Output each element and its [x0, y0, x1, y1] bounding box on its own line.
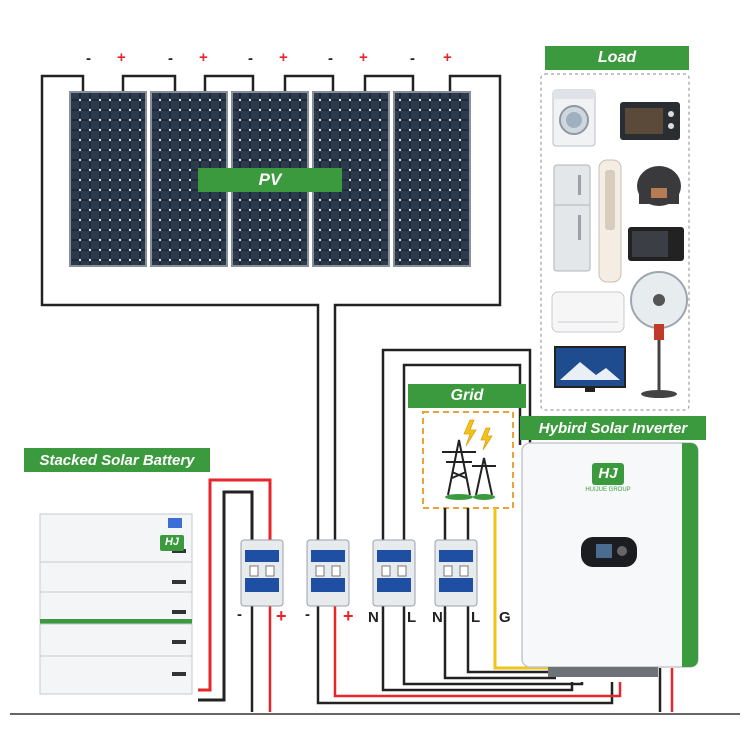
pv-string-wires — [40, 74, 502, 540]
battery-breaker-minus: - — [237, 606, 242, 623]
pv1-plus: + — [117, 49, 126, 66]
pv3-minus: - — [248, 50, 253, 67]
microwave-icon — [628, 227, 684, 261]
load-breaker-l: L — [407, 609, 417, 626]
load-label: Load — [545, 46, 689, 70]
breaker-pv — [306, 539, 350, 607]
transmission-tower-icon — [442, 439, 496, 496]
tv-icon — [554, 346, 626, 392]
battery-logo-text: HJ — [164, 536, 180, 548]
fan-icon — [630, 271, 688, 398]
solar-panel-icon — [69, 91, 147, 267]
transmission-tower-icon — [445, 494, 495, 500]
inverter-logo-text: HJ — [598, 465, 618, 482]
battery-label: Stacked Solar Battery — [24, 448, 210, 472]
battery-module-icon — [39, 561, 193, 593]
pv1-minus: - — [86, 50, 91, 67]
rice-cooker-icon — [637, 166, 681, 206]
lightning-icon — [463, 419, 493, 451]
battery-module-icon — [39, 591, 193, 623]
oven-icon — [620, 102, 680, 140]
refrigerator-icon — [553, 164, 591, 272]
inverter-icon — [521, 442, 699, 677]
breaker-battery — [240, 539, 284, 607]
pv-label: PV — [198, 168, 342, 192]
load-breaker-n: N — [368, 609, 379, 626]
battery-module-icon — [39, 655, 193, 695]
pv5-minus: - — [410, 50, 415, 67]
solar-panel-icon — [393, 91, 471, 267]
pv-breaker-minus: - — [305, 606, 310, 623]
pv4-minus: - — [328, 50, 333, 67]
inverter-label: Hybird Solar Inverter — [520, 416, 706, 440]
pv5-plus: + — [443, 49, 452, 66]
air-purifier-icon — [598, 159, 622, 283]
grid-wires — [443, 508, 548, 670]
pv2-plus: + — [199, 49, 208, 66]
grid-breaker-l: L — [471, 609, 481, 626]
logo-icon — [160, 463, 624, 551]
grid-ground-g: G — [499, 609, 511, 626]
pv-breaker-plus: + — [343, 606, 354, 626]
pv3-plus: + — [279, 49, 288, 66]
inverter-brand-group: HUIJUE GROUP — [585, 487, 631, 493]
battery-breaker-plus: + — [276, 606, 287, 626]
battery-wires — [198, 478, 272, 702]
battery-display-icon — [168, 518, 182, 528]
breaker-output-wires — [250, 605, 674, 712]
load-appliances — [551, 89, 688, 398]
breaker-load — [372, 539, 416, 607]
battery-module-icon — [39, 623, 193, 657]
pv4-plus: + — [359, 49, 368, 66]
breaker-grid — [434, 539, 478, 607]
washing-machine-icon — [552, 89, 596, 147]
grid-label: Grid — [408, 384, 526, 408]
grid-breaker-n: N — [432, 609, 443, 626]
pv2-minus: - — [168, 50, 173, 67]
air-conditioner-icon — [551, 291, 625, 333]
